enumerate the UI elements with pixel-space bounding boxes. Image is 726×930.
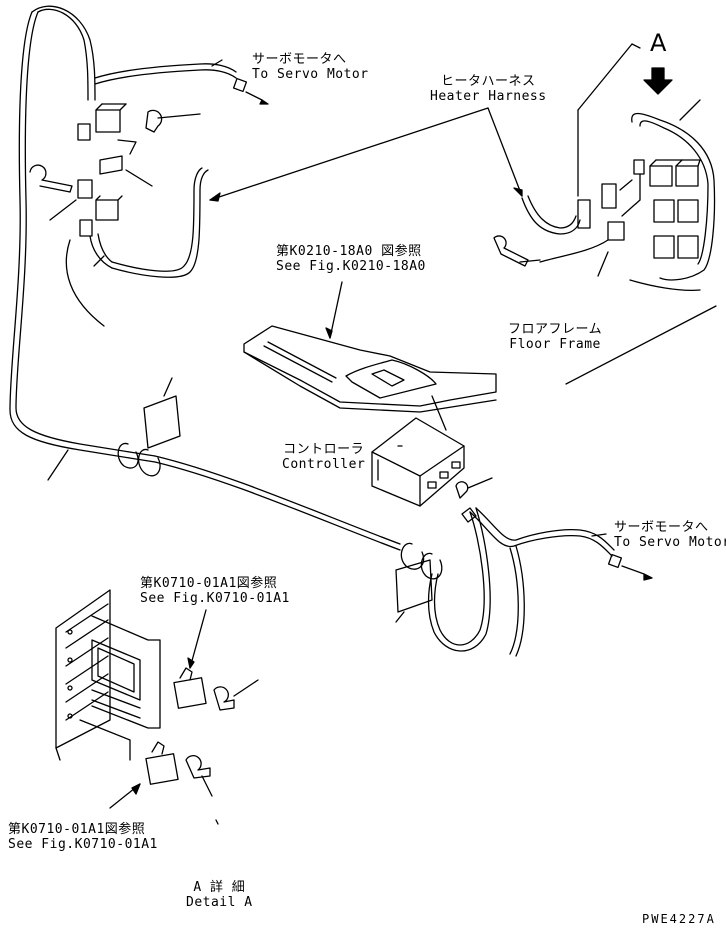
label-see-fig-k0710-lower: 第K0710-01A1図参照 See Fig.K0710-01A1 xyxy=(8,822,158,852)
label-jp: 第K0710-01A1図参照 xyxy=(8,822,146,837)
harness-clamps xyxy=(117,377,443,623)
label-en: To Servo Motor xyxy=(614,535,726,550)
label-en: Controller xyxy=(282,457,366,472)
label-heater-harness: ヒータハーネス Heater Harness xyxy=(430,74,547,104)
lower-left-bracket xyxy=(55,589,259,825)
label-en: Heater Harness xyxy=(430,89,547,104)
label-jp: 第K0710-01A1図参照 xyxy=(140,576,278,591)
label-see-fig-k0210: 第K0210-18A0 図参照 See Fig.K0210-18A0 xyxy=(276,244,426,274)
servo-connector-top xyxy=(211,59,269,105)
main-harness-loop xyxy=(9,5,401,551)
label-en: See Fig.K0710-01A1 xyxy=(8,837,158,852)
label-en: See Fig.K0210-18A0 xyxy=(276,259,426,274)
label-see-fig-k0710-upper: 第K0710-01A1図参照 See Fig.K0710-01A1 xyxy=(140,576,290,606)
heater-harness-left xyxy=(111,167,209,278)
label-floor-frame: フロアフレーム Floor Frame xyxy=(508,322,602,352)
label-en: Detail A xyxy=(186,895,253,910)
label-jp: 第K0210-18A0 図参照 xyxy=(276,244,422,259)
label-to-servo-motor-top: サーボモータへ To Servo Motor xyxy=(252,52,369,82)
left-relays-group xyxy=(29,103,201,327)
drawing-code: PWE4227A xyxy=(642,912,716,926)
controller-box xyxy=(371,417,493,523)
label-controller: コントローラ Controller xyxy=(282,442,365,472)
heater-leaders xyxy=(209,107,523,202)
label-detail-letter-a: A xyxy=(650,29,667,57)
label-detail-a: A 詳 細 Detail A xyxy=(186,880,253,910)
harness-right-servo xyxy=(427,507,653,657)
label-en: To Servo Motor xyxy=(252,67,369,82)
label-jp: サーボモータへ xyxy=(252,52,347,67)
label-jp: フロアフレーム xyxy=(508,322,603,337)
detail-a-view xyxy=(493,43,716,292)
floor-frame xyxy=(243,281,717,431)
label-jp: A 詳 細 xyxy=(193,880,246,895)
label-en: Floor Frame xyxy=(509,337,601,352)
label-jp: コントローラ xyxy=(283,442,365,457)
label-en: See Fig.K0710-01A1 xyxy=(140,591,290,606)
label-jp: ヒータハーネス xyxy=(441,74,536,89)
label-jp: サーボモータへ xyxy=(614,520,709,535)
label-to-servo-motor-right: サーボモータへ To Servo Motor xyxy=(614,520,726,550)
